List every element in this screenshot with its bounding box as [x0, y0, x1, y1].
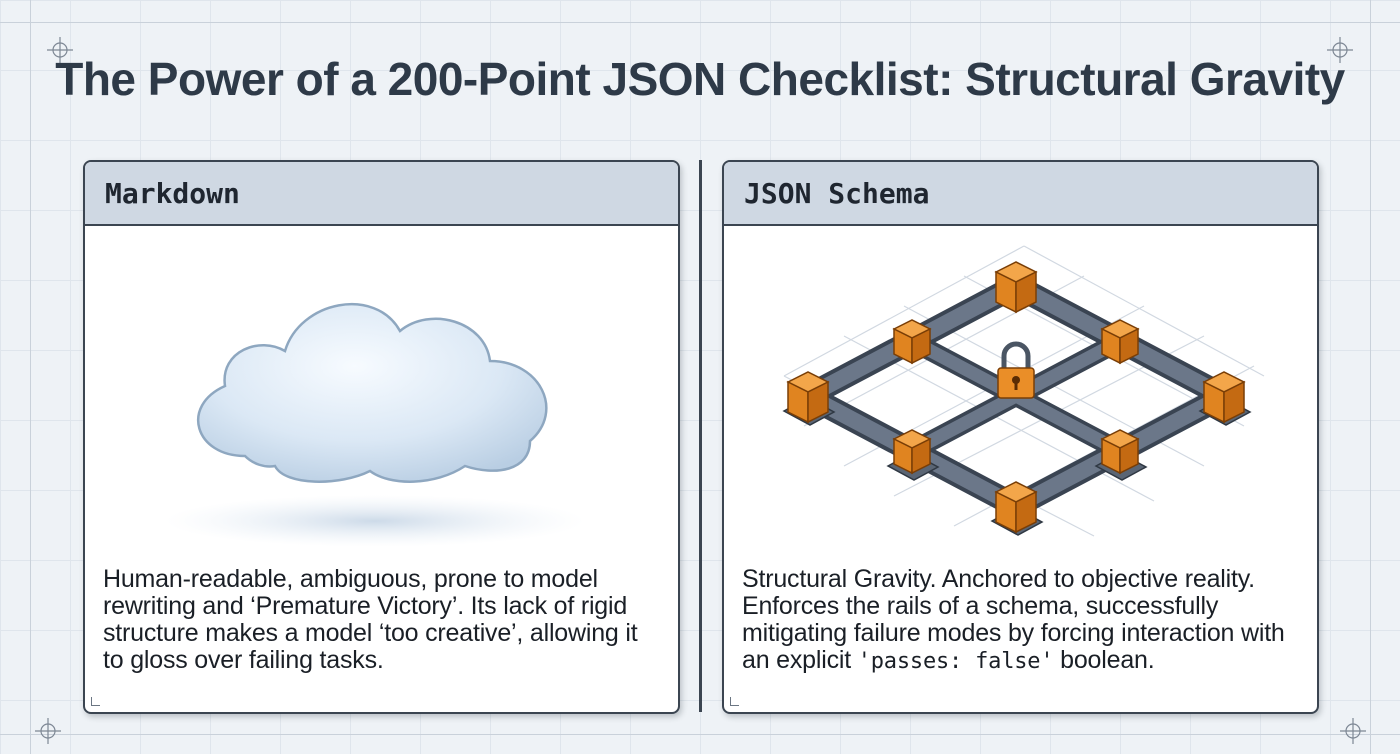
corner-mark [730, 697, 739, 706]
markdown-description: Human-readable, ambiguous, prone to mode… [103, 565, 638, 674]
corner-mark [91, 697, 100, 706]
page-title: The Power of a 200-Point JSON Checklist:… [55, 53, 1345, 105]
json-schema-panel-header: JSON Schema [724, 162, 1317, 226]
json-schema-description-main: Structural Gravity. Anchored to objectiv… [742, 565, 1285, 674]
crosshair-icon [35, 718, 61, 744]
frame-line-top [0, 22, 1400, 23]
lock-icon [997, 341, 1035, 399]
panel-divider [699, 160, 702, 712]
lattice-lock-icon [782, 245, 1265, 537]
frame-line-bottom [0, 734, 1400, 735]
markdown-panel: Markdown Human-readable, ambiguous, pron… [83, 160, 680, 714]
cloud-icon [165, 302, 585, 547]
json-schema-description: Structural Gravity. Anchored to objectiv… [742, 566, 1302, 675]
frame-line-right [1370, 0, 1371, 754]
json-schema-description-end: boolean. [1053, 646, 1155, 674]
markdown-panel-header: Markdown [85, 162, 678, 226]
markdown-panel-heading: Markdown [105, 176, 240, 210]
crosshair-icon [47, 37, 73, 63]
json-schema-panel: JSON Schema [722, 160, 1319, 714]
passes-false-code: 'passes: false' [857, 649, 1054, 674]
frame-line-left [30, 0, 31, 754]
crosshair-icon [1327, 37, 1353, 63]
json-schema-panel-heading: JSON Schema [744, 176, 930, 210]
crosshair-icon [1340, 718, 1366, 744]
joint-blocks [786, 261, 1246, 534]
